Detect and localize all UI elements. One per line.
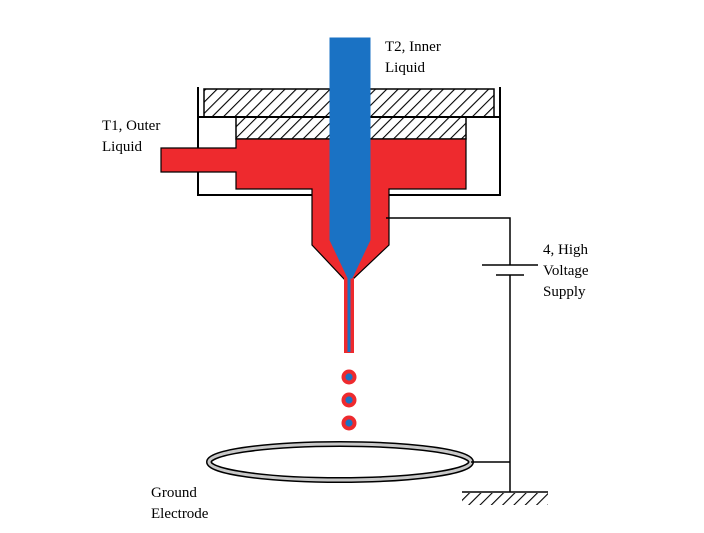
inner-liquid-label-line2: Liquid [385, 60, 425, 76]
electrode-label-line1: Ground [151, 485, 197, 501]
nozzle-housing [197, 116, 501, 196]
supply-label-line1: 4, High [543, 242, 589, 258]
droplets [341, 369, 357, 431]
outer-liquid-label-line2: Liquid [102, 139, 142, 155]
supply-label-line2: Voltage [543, 263, 589, 279]
circuit-wiring [386, 217, 538, 492]
inner-liquid-needle [329, 37, 371, 352]
ground-electrode-ring [206, 441, 474, 483]
outer-liquid-label-line1: T1, Outer [102, 118, 160, 134]
supply-label-line3: Supply [543, 284, 586, 300]
outer-liquid [160, 138, 467, 353]
ground-symbol [462, 491, 548, 505]
inner-liquid-label-line1: T2, Inner [385, 39, 441, 55]
electrode-label-line2: Electrode [151, 506, 209, 522]
